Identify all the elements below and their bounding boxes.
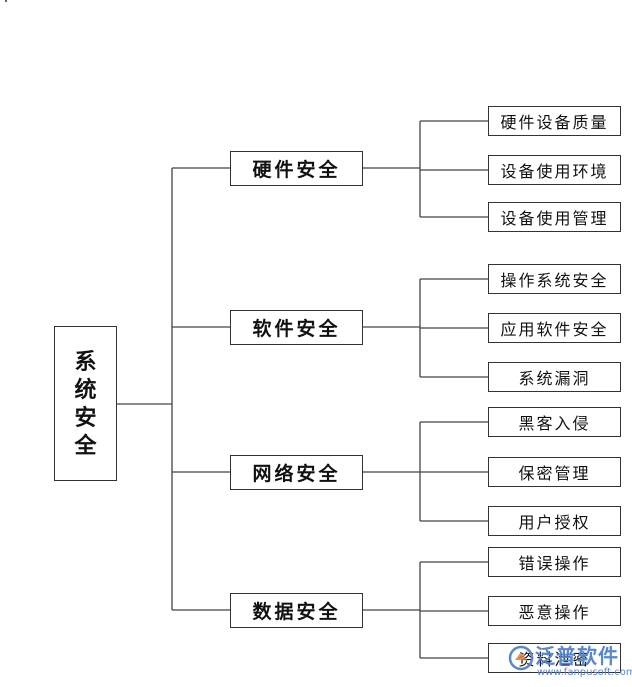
leaf-node: 错误操作 bbox=[488, 547, 621, 577]
node-software-security: 软件安全 bbox=[230, 310, 363, 345]
leaf-node: 设备使用环境 bbox=[488, 155, 621, 185]
node-network-security: 网络安全 bbox=[230, 455, 363, 490]
leaf-node: 用户授权 bbox=[488, 506, 621, 536]
node-data-security: 数据安全 bbox=[230, 593, 363, 628]
leaf-node: 操作系统安全 bbox=[488, 264, 621, 294]
leaf-node: 应用软件安全 bbox=[488, 313, 621, 343]
root-node: 系 统 安 全 bbox=[54, 326, 117, 481]
watermark-url: www.fanpusoft.com bbox=[537, 667, 632, 678]
root-char: 统 bbox=[74, 376, 97, 403]
leaf-node: 保密管理 bbox=[488, 457, 621, 487]
leaf-node: 硬件设备质量 bbox=[488, 106, 621, 136]
node-hardware-security: 硬件安全 bbox=[230, 151, 363, 186]
watermark: 泛普软件 www.fanpusoft.com bbox=[507, 640, 632, 687]
brand-logo-icon bbox=[508, 645, 534, 671]
leaf-node: 系统漏洞 bbox=[488, 362, 621, 392]
leaf-node: 设备使用管理 bbox=[488, 202, 621, 232]
root-char: 系 bbox=[74, 348, 97, 375]
root-char: 全 bbox=[74, 432, 97, 459]
leaf-node: 恶意操作 bbox=[488, 596, 621, 626]
watermark-brand: 泛普软件 bbox=[535, 644, 619, 668]
corner-dot bbox=[5, 0, 7, 2]
root-char: 安 bbox=[74, 404, 97, 431]
leaf-node: 黑客入侵 bbox=[488, 407, 621, 437]
